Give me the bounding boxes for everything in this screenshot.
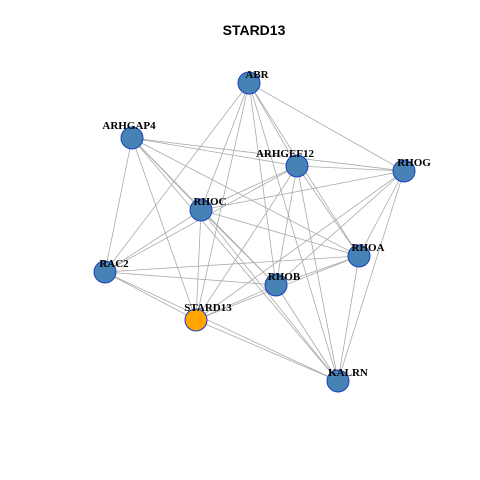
- edge-rac2-kalrn: [104, 271, 339, 382]
- edge-rhog-rhob: [275, 170, 405, 286]
- edge-arhgap4-stard13: [131, 137, 197, 321]
- edge-arhgef12-rhob: [275, 165, 298, 286]
- edge-stard13-kalrn: [195, 319, 339, 382]
- edge-arhgap4-rac2: [104, 137, 133, 273]
- edge-rhoa-rhob: [275, 255, 360, 286]
- edge-arhgap4-kalrn: [131, 137, 339, 382]
- edge-arhgef12-kalrn: [296, 165, 339, 382]
- edge-rhoa-kalrn: [337, 255, 360, 382]
- edge-rhog-rhoc: [200, 170, 405, 211]
- edge-rhoc-stard13: [195, 209, 202, 321]
- edge-rac2-rhob: [104, 271, 277, 286]
- edge-rhog-kalrn: [337, 170, 405, 382]
- edge-abr-rhoc: [200, 82, 250, 211]
- edge-rhob-kalrn: [275, 284, 339, 382]
- edge-rhoc-rhoa: [200, 209, 360, 257]
- edge-abr-kalrn: [248, 82, 339, 382]
- node-rac2[interactable]: [93, 260, 117, 284]
- node-rhob[interactable]: [264, 273, 288, 297]
- edge-arhgap4-rhoa: [131, 137, 360, 257]
- edge-rhoa-rac2: [104, 255, 360, 273]
- node-label-stard13: STARD13: [184, 302, 232, 314]
- node-arhgap4[interactable]: [120, 126, 144, 150]
- node-rhoa[interactable]: [347, 244, 371, 268]
- edge-abr-rhob: [248, 82, 277, 286]
- edge-rhob-stard13: [195, 284, 277, 321]
- edge-rhoc-rhob: [200, 209, 277, 286]
- edge-rhog-rhoa: [358, 170, 405, 257]
- node-label-rhoa: RHOA: [352, 242, 385, 254]
- node-arhgef12[interactable]: [285, 154, 309, 178]
- node-abr[interactable]: [237, 71, 261, 95]
- edge-arhgef12-rhoa: [296, 165, 360, 257]
- edge-arhgef12-rhog: [296, 165, 405, 172]
- node-kalrn[interactable]: [326, 369, 350, 393]
- edge-abr-arhgef12: [248, 82, 298, 167]
- edge-arhgef12-rhoc: [200, 165, 298, 211]
- node-label-arhgef12: ARHGEF12: [256, 148, 315, 160]
- node-rhog[interactable]: [392, 159, 416, 183]
- edge-arhgap4-arhgef12: [131, 137, 298, 167]
- edge-rhoc-kalrn: [200, 209, 339, 382]
- edge-arhgap4-rhog: [131, 137, 405, 172]
- node-stard13[interactable]: [184, 308, 208, 332]
- node-label-rhob: RHOB: [268, 271, 301, 283]
- graph-title: STARD13: [223, 22, 286, 38]
- edge-rac2-stard13: [104, 271, 197, 321]
- node-label-arhgap4: ARHGAP4: [102, 120, 156, 132]
- node-rhoc[interactable]: [189, 198, 213, 222]
- edge-abr-rac2: [104, 82, 250, 273]
- node-label-kalrn: KALRN: [328, 367, 368, 379]
- edge-abr-stard13: [195, 82, 250, 321]
- node-label-rhog: RHOG: [397, 157, 431, 169]
- edge-abr-rhog: [248, 82, 405, 172]
- edge-arhgef12-stard13: [195, 165, 298, 321]
- node-label-abr: ABR: [245, 69, 269, 81]
- node-label-rhoc: RHOC: [194, 196, 227, 208]
- node-label-rac2: RAC2: [99, 258, 129, 270]
- edge-rhog-stard13: [195, 170, 405, 321]
- edge-rhoc-rac2: [104, 209, 202, 273]
